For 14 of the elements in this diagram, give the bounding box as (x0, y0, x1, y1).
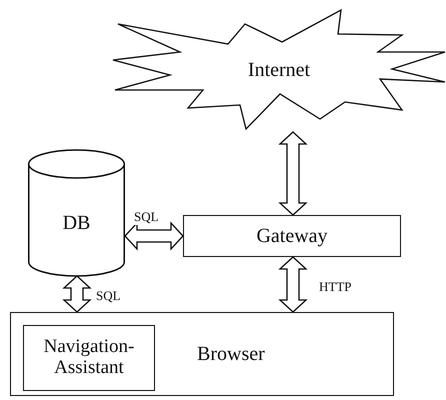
double-arrow (278, 131, 308, 216)
node-label: Internet (248, 59, 310, 81)
edge-label: SQL (95, 288, 122, 304)
node-label: Gateway (256, 225, 328, 247)
process-box (183, 215, 401, 257)
process-box (10, 312, 394, 396)
node-label: Browser (197, 343, 265, 365)
double-arrow (124, 221, 184, 251)
double-arrow (278, 256, 308, 313)
node-label: Navigation-Assistant (42, 337, 136, 379)
edge-label: SQL (133, 209, 160, 225)
double-arrow (62, 275, 92, 313)
process-box (23, 325, 155, 391)
node-label: DB (62, 212, 90, 234)
